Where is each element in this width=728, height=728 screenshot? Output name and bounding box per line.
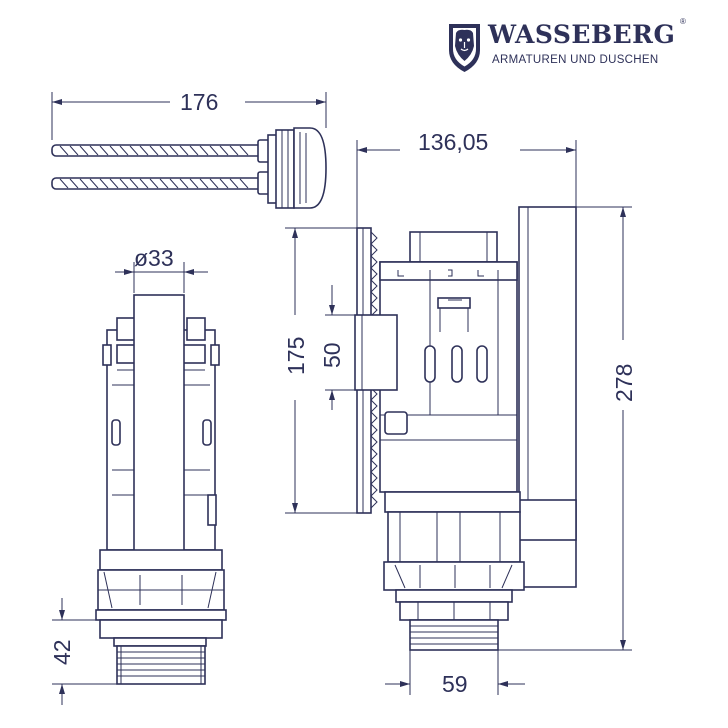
- dimension-label-175: 175: [283, 337, 309, 375]
- dimension-50: 50: [319, 285, 357, 410]
- dimension-278: 278: [498, 206, 637, 651]
- dimension-175: 175: [283, 227, 357, 514]
- dimension-label-42: 42: [49, 639, 75, 665]
- brand-tagline: ARMATUREN UND DUSCHEN: [492, 54, 658, 66]
- lion-head-crest-icon: [449, 24, 480, 72]
- dimension-diameter-33: ø33: [115, 245, 208, 293]
- dimension-42: 42: [49, 598, 117, 705]
- push-button-assembly: [51, 127, 327, 209]
- dimension-label-176: 176: [180, 89, 218, 115]
- dimension-59: 59: [385, 650, 525, 697]
- dimension-label-diameter: ø33: [134, 245, 174, 271]
- brand-name: WASSEBERG: [487, 20, 675, 49]
- dimension-136-05: 136,05: [356, 129, 577, 228]
- registered-mark: ®: [680, 17, 686, 26]
- valve-front-view: [354, 206, 577, 651]
- dimension-176: 176: [51, 89, 327, 140]
- dimension-label-59: 59: [442, 671, 468, 697]
- dimension-label-50: 50: [319, 342, 345, 368]
- valve-side-view: [95, 294, 227, 685]
- dimension-label-278: 278: [611, 364, 637, 402]
- dimension-label-136-05: 136,05: [418, 129, 488, 155]
- brand-logo: WASSEBERG ® ARMATUREN UND DUSCHEN: [449, 17, 686, 72]
